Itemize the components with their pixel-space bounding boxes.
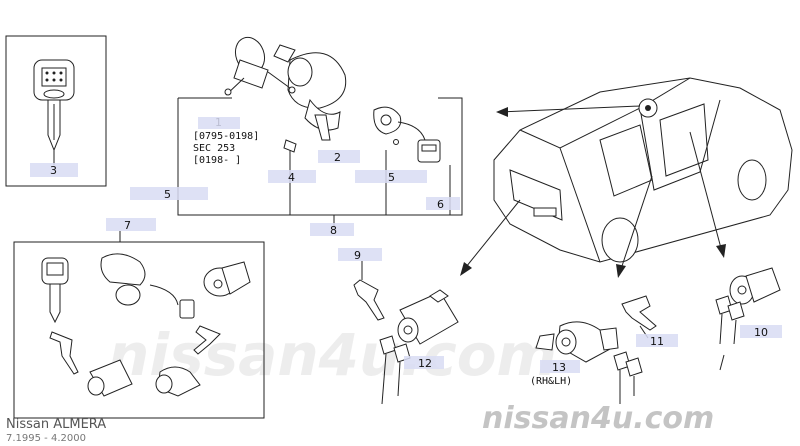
- pointer-arrows: [460, 105, 726, 278]
- callout-8: 8: [330, 224, 337, 237]
- callout-12: 12: [418, 357, 432, 370]
- ignition-switch-drawing: [373, 106, 441, 163]
- callout-13: 13: [552, 361, 566, 374]
- door-lock-part-13: 13 (RH&LH): [530, 321, 643, 404]
- key-icon: [33, 59, 75, 152]
- key-pair-icon: [613, 351, 643, 404]
- callout-7: 7: [124, 219, 131, 232]
- note-range-1: [0795-0198]: [193, 131, 259, 142]
- screw-part-4-drawing: [283, 139, 297, 170]
- ignition-set-group: 1 [0795-0198] SEC 253 [0198- ] 2 4 5 5 6…: [130, 36, 463, 237]
- model-name: Nissan ALMERA: [6, 417, 106, 432]
- lock-set-drawing: [41, 253, 251, 397]
- callout-4: 4: [288, 171, 295, 184]
- callout-5-right: 5: [388, 171, 395, 184]
- ignition-lock-drawing: [224, 36, 347, 141]
- lock-cylinder-part-10: 10: [715, 267, 782, 371]
- production-dates: 7.1995 - 4.2000: [6, 433, 86, 444]
- note-range-2: [0198- ]: [193, 155, 241, 166]
- callout-6: 6: [437, 198, 444, 211]
- car-illustration: [493, 77, 793, 263]
- key-box-part-3: 3: [5, 35, 107, 187]
- key-pair-icon: [715, 295, 745, 345]
- note-section: SEC 253: [193, 143, 235, 154]
- callout-10: 10: [754, 326, 768, 339]
- callout-2: 2: [334, 151, 341, 164]
- lock-set-box-part-7: 7: [13, 218, 265, 419]
- brand-watermark: nissan4u.com: [482, 401, 714, 436]
- note-rh-lh: (RH&LH): [530, 376, 572, 387]
- callout-5-left: 5: [164, 188, 171, 201]
- callout-11: 11: [650, 335, 664, 348]
- callout-9: 9: [354, 249, 361, 262]
- door-lock-part-12: 12: [379, 289, 459, 405]
- retainer-part-9: 9: [338, 248, 385, 321]
- callout-3: 3: [50, 164, 57, 177]
- retainer-part-11: 11: [621, 295, 678, 348]
